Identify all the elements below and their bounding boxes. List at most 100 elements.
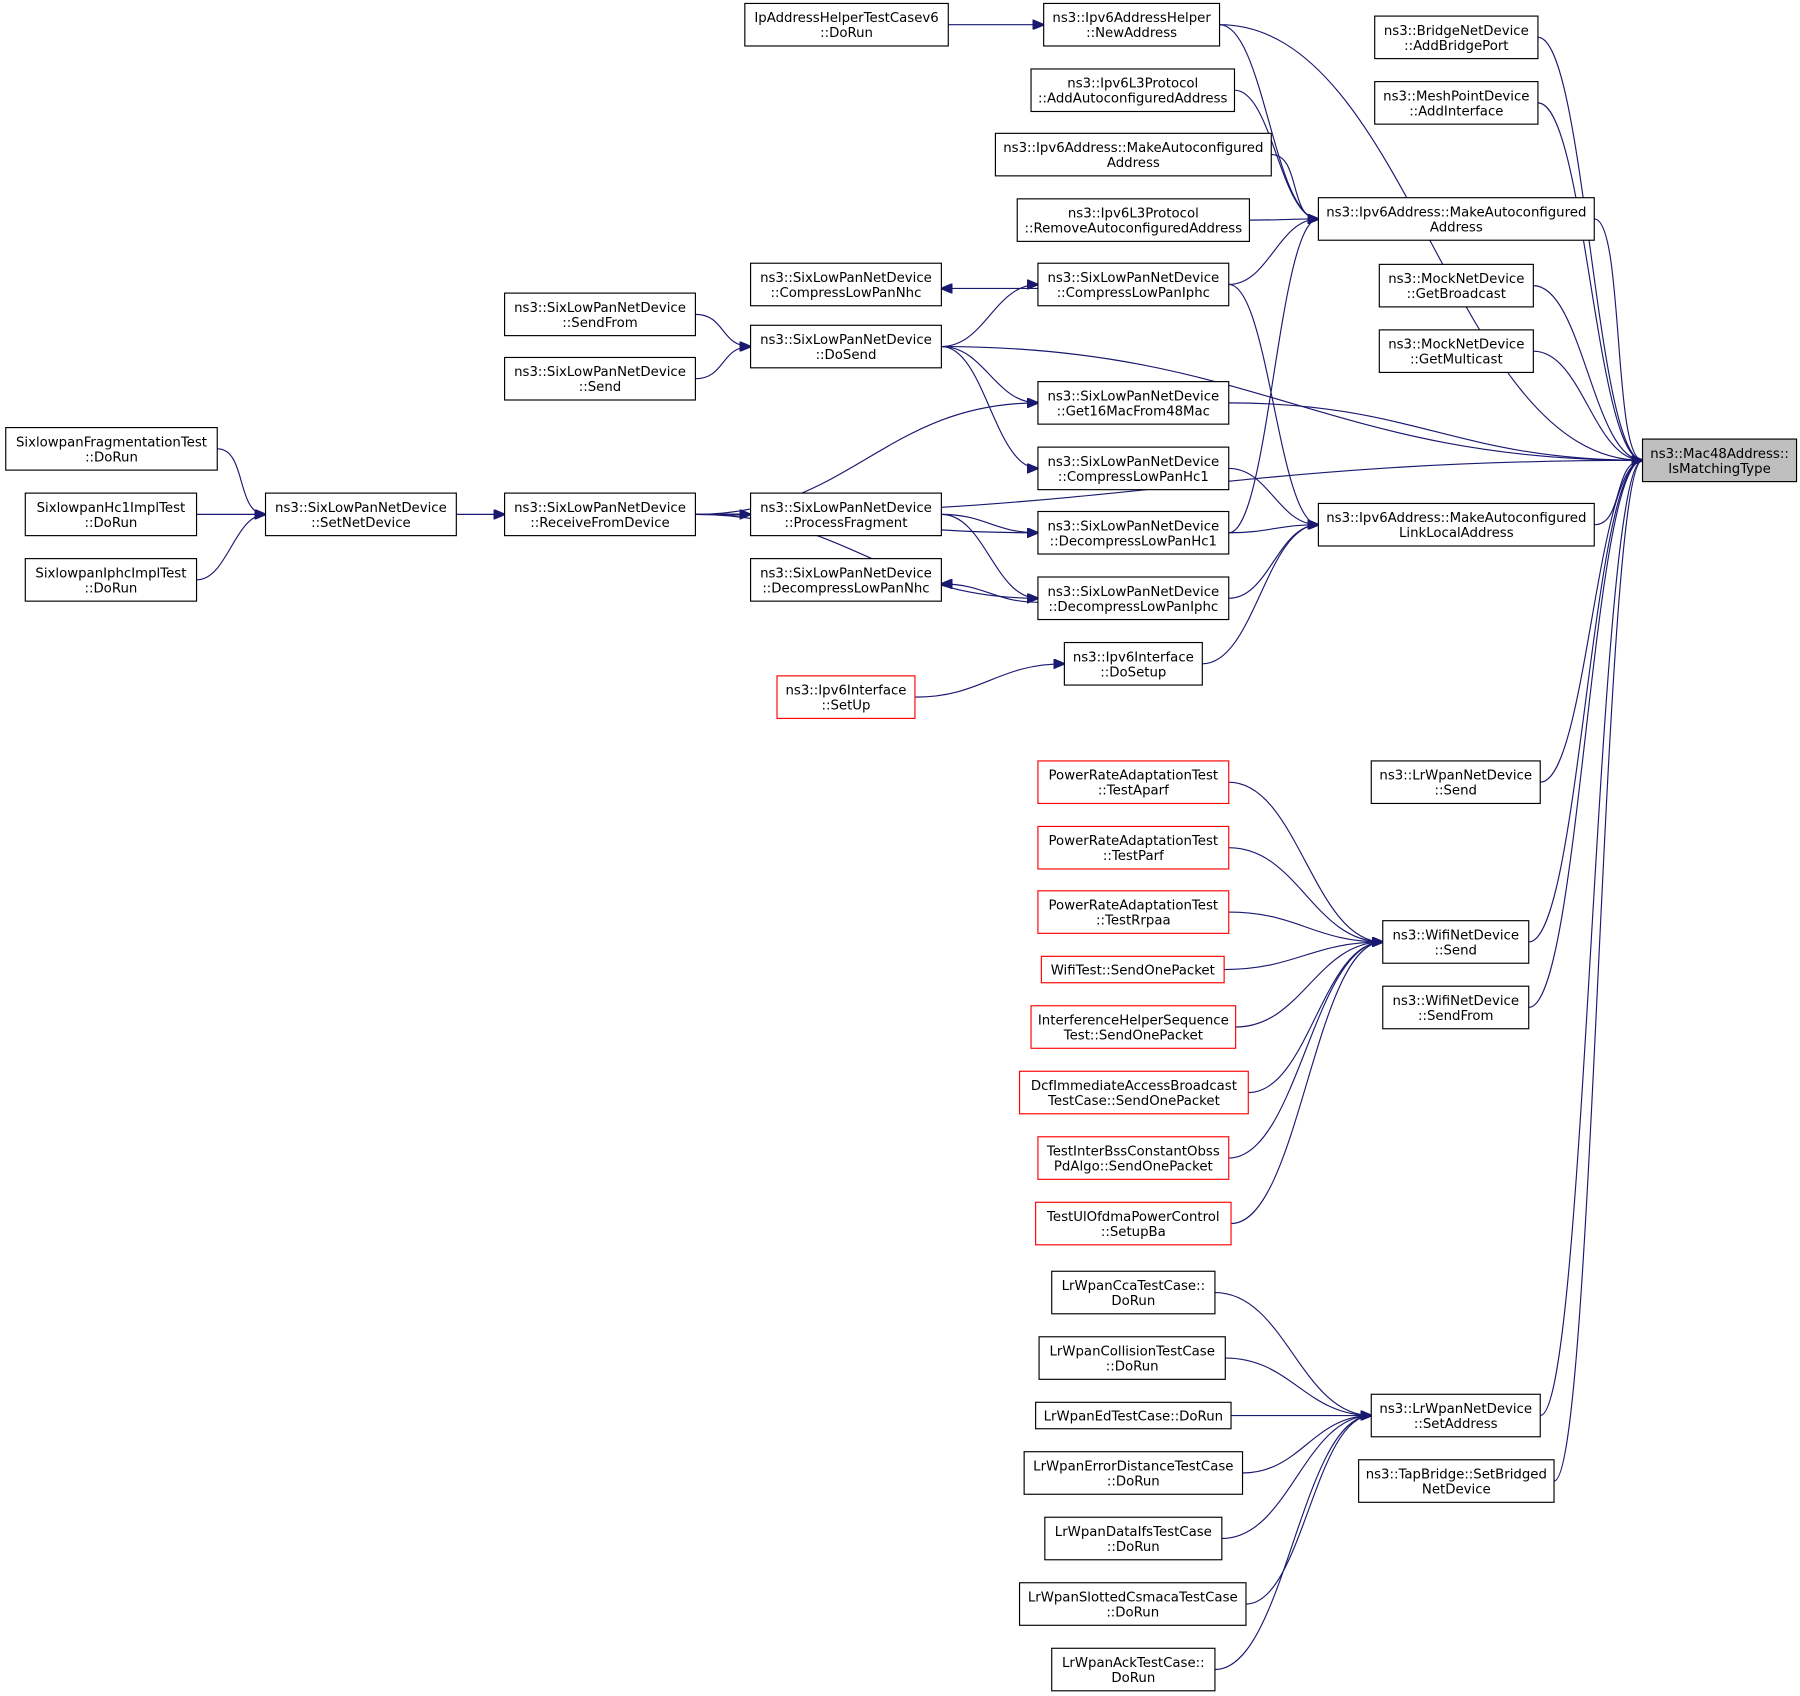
node-label-line: WifiTest::SendOnePacket (1051, 964, 1215, 979)
node-box (749, 492, 942, 537)
edge-ip6helper_new-to-target (1219, 24, 1643, 461)
node-lrwpan-setaddr[interactable]: ns3::LrWpanNetDevice::SetAddress (1370, 1393, 1541, 1438)
edge-tap_set-to-target (1553, 460, 1643, 1482)
edge-six_sendfrom-to-six_dosend (695, 313, 750, 346)
node-pra-rrpaa[interactable]: PowerRateAdaptationTest::TestRrpaa (1037, 890, 1230, 934)
node-label-line: ns3::WifiNetDevice (1392, 994, 1519, 1009)
node-box (1382, 920, 1530, 964)
node-lr-slotted[interactable]: LrWpanSlottedCsmacaTestCase::DoRun (1018, 1582, 1247, 1626)
node-box (1043, 2, 1221, 47)
node-lr-ed[interactable]: LrWpanEdTestCase::DoRun (1035, 1401, 1232, 1430)
node-lrwpan-send[interactable]: ns3::LrWpanNetDevice::Send (1370, 760, 1541, 805)
node-l3-addauto[interactable]: ns3::Ipv6L3Protocol::AddAutoconfiguredAd… (1030, 68, 1236, 113)
node-pra-aparf[interactable]: PowerRateAdaptationTest::TestAparf (1037, 760, 1230, 805)
edge-six_dosend-to-six_compress_iphc (941, 284, 1038, 348)
node-lr-ack[interactable]: LrWpanAckTestCase::DoRun (1051, 1647, 1216, 1692)
edge-ip6helper_new-to-make_auto_addr (1219, 24, 1319, 219)
node-make-auto-ll[interactable]: ns3::Ipv6Address::MakeAutoconfiguredLink… (1317, 502, 1595, 547)
node-interf-send[interactable]: InterferenceHelperSequenceTest::SendOneP… (1030, 1005, 1237, 1049)
node-six-receive[interactable]: ns3::SixLowPanNetDevice::ReceiveFromDevi… (504, 492, 696, 537)
node-lr-cca[interactable]: LrWpanCcaTestCase::DoRun (1051, 1270, 1216, 1315)
node-six-compress-nhc[interactable]: ns3::SixLowPanNetDevice::CompressLowPanN… (749, 262, 942, 307)
node-six-dosend[interactable]: ns3::SixLowPanNetDevice::DoSend (749, 324, 942, 369)
node-box (1037, 1136, 1230, 1180)
node-label-line: PowerRateAdaptationTest (1049, 899, 1219, 914)
node-label-line: DoRun (1111, 1671, 1155, 1686)
node-mesh-add[interactable]: ns3::MeshPointDevice::AddInterface (1374, 81, 1539, 125)
node-make-auto-addr2[interactable]: ns3::Ipv6Address::MakeAutoconfiguredAddr… (994, 132, 1272, 177)
node-six-sendfrom[interactable]: ns3::SixLowPanNetDevice::SendFrom (504, 292, 696, 337)
node-ip6helper-new[interactable]: ns3::Ipv6AddressHelper::NewAddress (1043, 2, 1221, 47)
edge-lr_collision-to-lrwpan_setaddr (1225, 1357, 1371, 1415)
node-label-line: NetDevice (1422, 1483, 1491, 1498)
node-sixhc1-test[interactable]: SixlowpanHc1ImplTest::DoRun (24, 492, 198, 537)
node-six-get16[interactable]: ns3::SixLowPanNetDevice::Get16MacFrom48M… (1037, 381, 1230, 425)
node-label-line: LrWpanSlottedCsmacaTestCase (1028, 1591, 1238, 1606)
nodes-layer: ns3::Mac48Address::IsMatchingType ns3::Br… (5, 2, 1798, 1692)
node-interbss-send[interactable]: TestInterBssConstantObssPdAlgo::SendOneP… (1037, 1136, 1230, 1180)
node-ulofdma-setup[interactable]: TestUlOfdmaPowerControl::SetupBa (1035, 1201, 1232, 1246)
node-six-processfrag[interactable]: ns3::SixLowPanNetDevice::ProcessFragment (749, 492, 942, 537)
node-label-line: ::AddInterface (1409, 104, 1503, 119)
edge-ulofdma_setup-to-wifi_send (1231, 942, 1383, 1225)
node-label-line: ::CompressLowPanHc1 (1058, 470, 1209, 485)
node-label-line: ::TestRrpaa (1096, 914, 1171, 929)
node-six-decompress-nhc[interactable]: ns3::SixLowPanNetDevice::DecompressLowPa… (749, 558, 942, 602)
node-target[interactable]: ns3::Mac48Address::IsMatchingType (1641, 438, 1798, 483)
node-lr-errdist[interactable]: LrWpanErrorDistanceTestCase::DoRun (1023, 1451, 1244, 1495)
node-sixiphc-test[interactable]: SixlowpanIphcImplTest::DoRun (24, 558, 198, 602)
edge-lr_slotted-to-lrwpan_setaddr (1245, 1416, 1371, 1605)
node-label-line: ::TestAparf (1098, 784, 1169, 799)
node-box (1037, 262, 1230, 307)
node-ipaddr-test[interactable]: IpAddressHelperTestCasev6::DoRun (744, 2, 949, 47)
node-label-line: DcfImmediateAccessBroadcast (1031, 1079, 1237, 1094)
node-label-line: ::TestParf (1103, 849, 1164, 864)
edge-pra_rrpaa-to-wifi_send (1228, 911, 1383, 942)
node-box (744, 2, 949, 47)
node-pra-parf[interactable]: PowerRateAdaptationTest::TestParf (1037, 825, 1230, 870)
node-label-line: ::SendFrom (1418, 1009, 1493, 1024)
node-six-decompress-iphc[interactable]: ns3::SixLowPanNetDevice::DecompressLowPa… (1037, 576, 1230, 621)
node-label-line: ::GetMulticast (1410, 353, 1503, 368)
edge-ipv6if_dosetup-to-make_auto_ll (1202, 525, 1318, 665)
node-box (1037, 381, 1230, 425)
edge-wifi_send-to-target (1528, 460, 1643, 943)
node-bridge-add[interactable]: ns3::BridgeNetDevice::AddBridgePort (1374, 15, 1539, 60)
node-ipv6if-setup[interactable]: ns3::Ipv6Interface::SetUp (776, 675, 916, 719)
node-mock-bcast[interactable]: ns3::MockNetDevice::GetBroadcast (1378, 263, 1534, 308)
node-box (24, 558, 198, 602)
node-mock-mcast[interactable]: ns3::MockNetDevice::GetMulticast (1378, 329, 1534, 373)
node-lr-dataifs[interactable]: LrWpanDataIfsTestCase::DoRun (1044, 1516, 1223, 1561)
node-six-setnetdev[interactable]: ns3::SixLowPanNetDevice::SetNetDevice (264, 492, 457, 537)
node-box (1037, 510, 1230, 555)
node-label-line: LrWpanDataIfsTestCase (1055, 1525, 1212, 1540)
edge-make_auto_ll-to-target (1594, 460, 1642, 526)
node-label-line: ::DoSetup (1100, 665, 1166, 680)
node-wifi-send[interactable]: ns3::WifiNetDevice::Send (1382, 920, 1530, 964)
node-label-line: PdAlgo::SendOnePacket (1054, 1160, 1213, 1175)
edge-ipv6if_setup-to-ipv6if_dosetup (914, 664, 1064, 698)
node-six-send[interactable]: ns3::SixLowPanNetDevice::Send (504, 356, 696, 401)
node-make-auto-addr[interactable]: ns3::Ipv6Address::MakeAutoconfiguredAddr… (1317, 197, 1595, 241)
edge-six_compress_iphc-to-make_auto_addr (1228, 219, 1319, 286)
node-label-line: ns3::Ipv6L3Protocol (1068, 207, 1199, 222)
node-box (749, 558, 942, 602)
edge-lrwpan_send-to-target (1540, 460, 1642, 783)
node-label-line: ::NewAddress (1086, 26, 1177, 41)
node-label-line: ::DoRun (1106, 1606, 1159, 1621)
node-dcf-send[interactable]: DcfImmediateAccessBroadcastTestCase::Sen… (1018, 1070, 1249, 1115)
node-lr-collision[interactable]: LrWpanCollisionTestCase::DoRun (1038, 1336, 1226, 1380)
node-box (1063, 641, 1203, 686)
node-six-decompress-hc1[interactable]: ns3::SixLowPanNetDevice::DecompressLowPa… (1037, 510, 1230, 555)
node-wifi-sendfrom[interactable]: ns3::WifiNetDevice::SendFrom (1382, 985, 1530, 1030)
node-ipv6if-dosetup[interactable]: ns3::Ipv6Interface::DoSetup (1063, 641, 1203, 686)
node-six-compress-iphc[interactable]: ns3::SixLowPanNetDevice::CompressLowPanI… (1037, 262, 1230, 307)
node-wifitest-send[interactable]: WifiTest::SendOnePacket (1040, 955, 1225, 984)
node-label-line: LrWpanEdTestCase::DoRun (1044, 1410, 1223, 1425)
node-six-compress-hc1[interactable]: ns3::SixLowPanNetDevice::CompressLowPanH… (1037, 446, 1230, 491)
node-label-line: LrWpanCollisionTestCase (1049, 1345, 1214, 1360)
node-sixfrag-test[interactable]: SixlowpanFragmentationTest::DoRun (5, 427, 218, 471)
node-label-line: ns3::LrWpanNetDevice (1379, 769, 1532, 784)
node-l3-removeauto[interactable]: ns3::Ipv6L3Protocol::RemoveAutoconfigure… (1016, 198, 1251, 242)
